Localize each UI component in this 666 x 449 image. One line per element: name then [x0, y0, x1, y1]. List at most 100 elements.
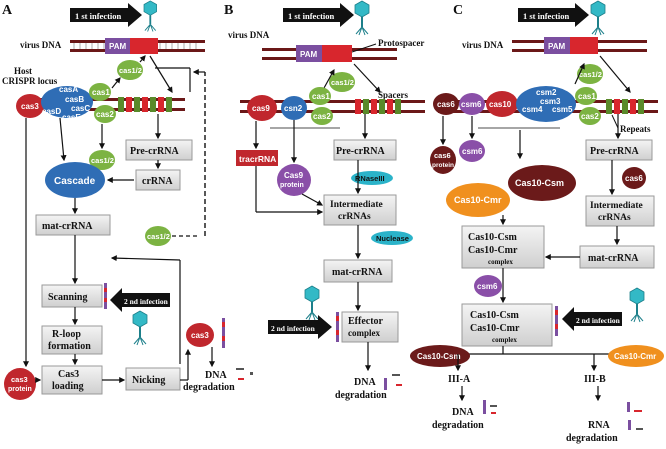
dna-degradation-label-c2: degradation — [432, 420, 484, 431]
crispr-locus-label: CRISPR locus — [2, 76, 58, 86]
cas1-2-complex-c — [145, 226, 171, 246]
cas1-2-label-c: cas1/2 — [147, 232, 170, 241]
virus-dna-label-b: virus DNA — [228, 30, 270, 40]
mat-crrna-box-a — [35, 214, 111, 236]
phage-icon-b — [354, 0, 370, 36]
nuclease-label: Nuclease — [376, 234, 409, 243]
cas1-label: cas1 — [92, 88, 110, 97]
final-complex-label-3: complex — [492, 336, 517, 344]
nuclease-enzyme — [371, 231, 413, 245]
casE-label: casE — [62, 113, 81, 122]
cas9-protein-label-1: Cas9 — [284, 171, 304, 180]
casD-label: casD — [42, 107, 61, 116]
cas3-loading-label-2: loading — [52, 381, 84, 392]
csn2-label: csn2 — [284, 104, 303, 113]
cascade-complex — [45, 162, 105, 198]
csm-genes — [516, 86, 576, 122]
pam-label: PAM — [109, 42, 127, 51]
cas10-cmr-iiib-label: Cas10-Cmr — [614, 352, 656, 361]
crrna-label: crRNA — [142, 176, 173, 187]
intermediate-label-b2: crRNAs — [338, 212, 371, 222]
cas10-complex-label-1: Cas10-Csm — [468, 232, 518, 243]
cas10-csm-iiia-label: Cas10-Csm — [417, 352, 461, 361]
intermediate-box-b — [323, 194, 397, 226]
cas1-2-complex-b — [89, 150, 115, 170]
cascade-label: Cascade — [54, 176, 96, 187]
degraded-fragments-c1 — [483, 400, 497, 414]
panel-letter-a: A — [2, 3, 13, 18]
second-infection-label-c: 2 nd infection — [576, 316, 621, 325]
phage-icon-c — [590, 0, 606, 36]
cas9-label: cas9 — [252, 104, 270, 113]
dna-fragment-icon-2 — [222, 318, 225, 348]
cas3-gene — [16, 94, 44, 118]
csm6-protein — [459, 140, 485, 162]
virus-dna-label-c: virus DNA — [462, 40, 504, 50]
first-infection-arrow-c — [518, 3, 589, 27]
pam-label-b: PAM — [300, 50, 318, 59]
dna-degradation-label-a1: DNA — [205, 370, 227, 381]
second-infection-arrow-c — [562, 307, 622, 331]
pre-crrna-label-a: Pre-crRNA — [130, 146, 179, 157]
intermediate-label-c1: Intermediate — [590, 201, 643, 211]
nicking-label: Nicking — [132, 375, 165, 386]
virus-dna-strand — [70, 38, 205, 54]
phage-icon — [143, 0, 158, 33]
panel-a: 1 st infection virus DNA PAM Host CRISPR… — [2, 0, 253, 400]
cas6-enzyme-label: cas6 — [625, 174, 643, 183]
panel-b: 1 st infection virus DNA PAM Protospacer… — [228, 0, 425, 401]
phage-icon-b2 — [304, 285, 320, 321]
pre-crrna-label-b: Pre-crRNA — [336, 146, 385, 157]
effector-box — [341, 311, 399, 343]
cas10-complex-label-3: complex — [488, 258, 513, 266]
cas1-gene-c — [575, 87, 597, 105]
rnaseiii-label: RNaseIII — [355, 174, 385, 183]
rnaseiii-enzyme — [351, 171, 393, 185]
panel-c: 1 st infection virus DNA PAM cas1/2 cas6… — [410, 0, 664, 444]
cas1-gene-b — [309, 87, 331, 105]
cas10-gene — [486, 91, 518, 117]
pre-crrna-box-b — [333, 139, 397, 161]
rna-degradation-label-2: degradation — [566, 433, 618, 444]
crrna-box — [135, 169, 181, 191]
effector-label-1: Effector — [348, 316, 384, 327]
csm4-label: csm4 — [522, 105, 543, 114]
effector-label-2: complex — [348, 328, 380, 338]
protospacer-label: Protospacer — [378, 38, 424, 48]
scanning-label: Scanning — [48, 292, 87, 303]
cas10-complex-label-2: Cas10-Cmr — [468, 245, 518, 256]
protospacer-b — [322, 45, 352, 62]
casA-label: casA — [59, 85, 78, 94]
csm6-protein-label: csm6 — [462, 147, 483, 156]
final-complex-label-2: Cas10-Cmr — [470, 323, 520, 334]
cas10-cmr-complex — [446, 183, 510, 217]
casC-label: casC — [71, 104, 90, 113]
degraded-fragments-b — [384, 374, 402, 390]
mat-crrna-label-c: mat-crRNA — [588, 253, 639, 264]
dna-fragment-icon-b — [336, 312, 339, 342]
cas9-gene — [247, 95, 277, 121]
pam-label-c: PAM — [548, 42, 566, 51]
cas3-protein-label-2: protein — [8, 386, 32, 393]
intermediate-label-c2: crRNAs — [598, 213, 631, 223]
cas10-cmr-label: Cas10-Cmr — [454, 195, 502, 205]
degraded-fragments-c2 — [627, 402, 643, 430]
cas1-2-label-b2: cas1/2 — [331, 78, 354, 87]
cas3-enzyme-label: cas3 — [191, 331, 209, 340]
repeats-label: Repeats — [620, 124, 651, 134]
first-infection-label-b: 1 st infection — [288, 11, 335, 21]
tracrrna-box — [236, 150, 278, 166]
csn2-gene — [281, 96, 307, 120]
cas10-csm-iiia — [410, 345, 470, 367]
mat-crrna-label-a: mat-crRNA — [42, 221, 93, 232]
spacers-label: Spacers — [378, 90, 408, 100]
cas1-2-complex — [117, 60, 143, 80]
cas2-gene-b — [311, 107, 333, 125]
cas3-protein — [4, 368, 36, 400]
cas2-label: cas2 — [96, 110, 114, 119]
cas9-protein — [277, 164, 311, 196]
iiib-label: III-B — [584, 374, 606, 385]
cas6-gene — [433, 93, 459, 115]
intermediate-box-c — [585, 195, 655, 227]
